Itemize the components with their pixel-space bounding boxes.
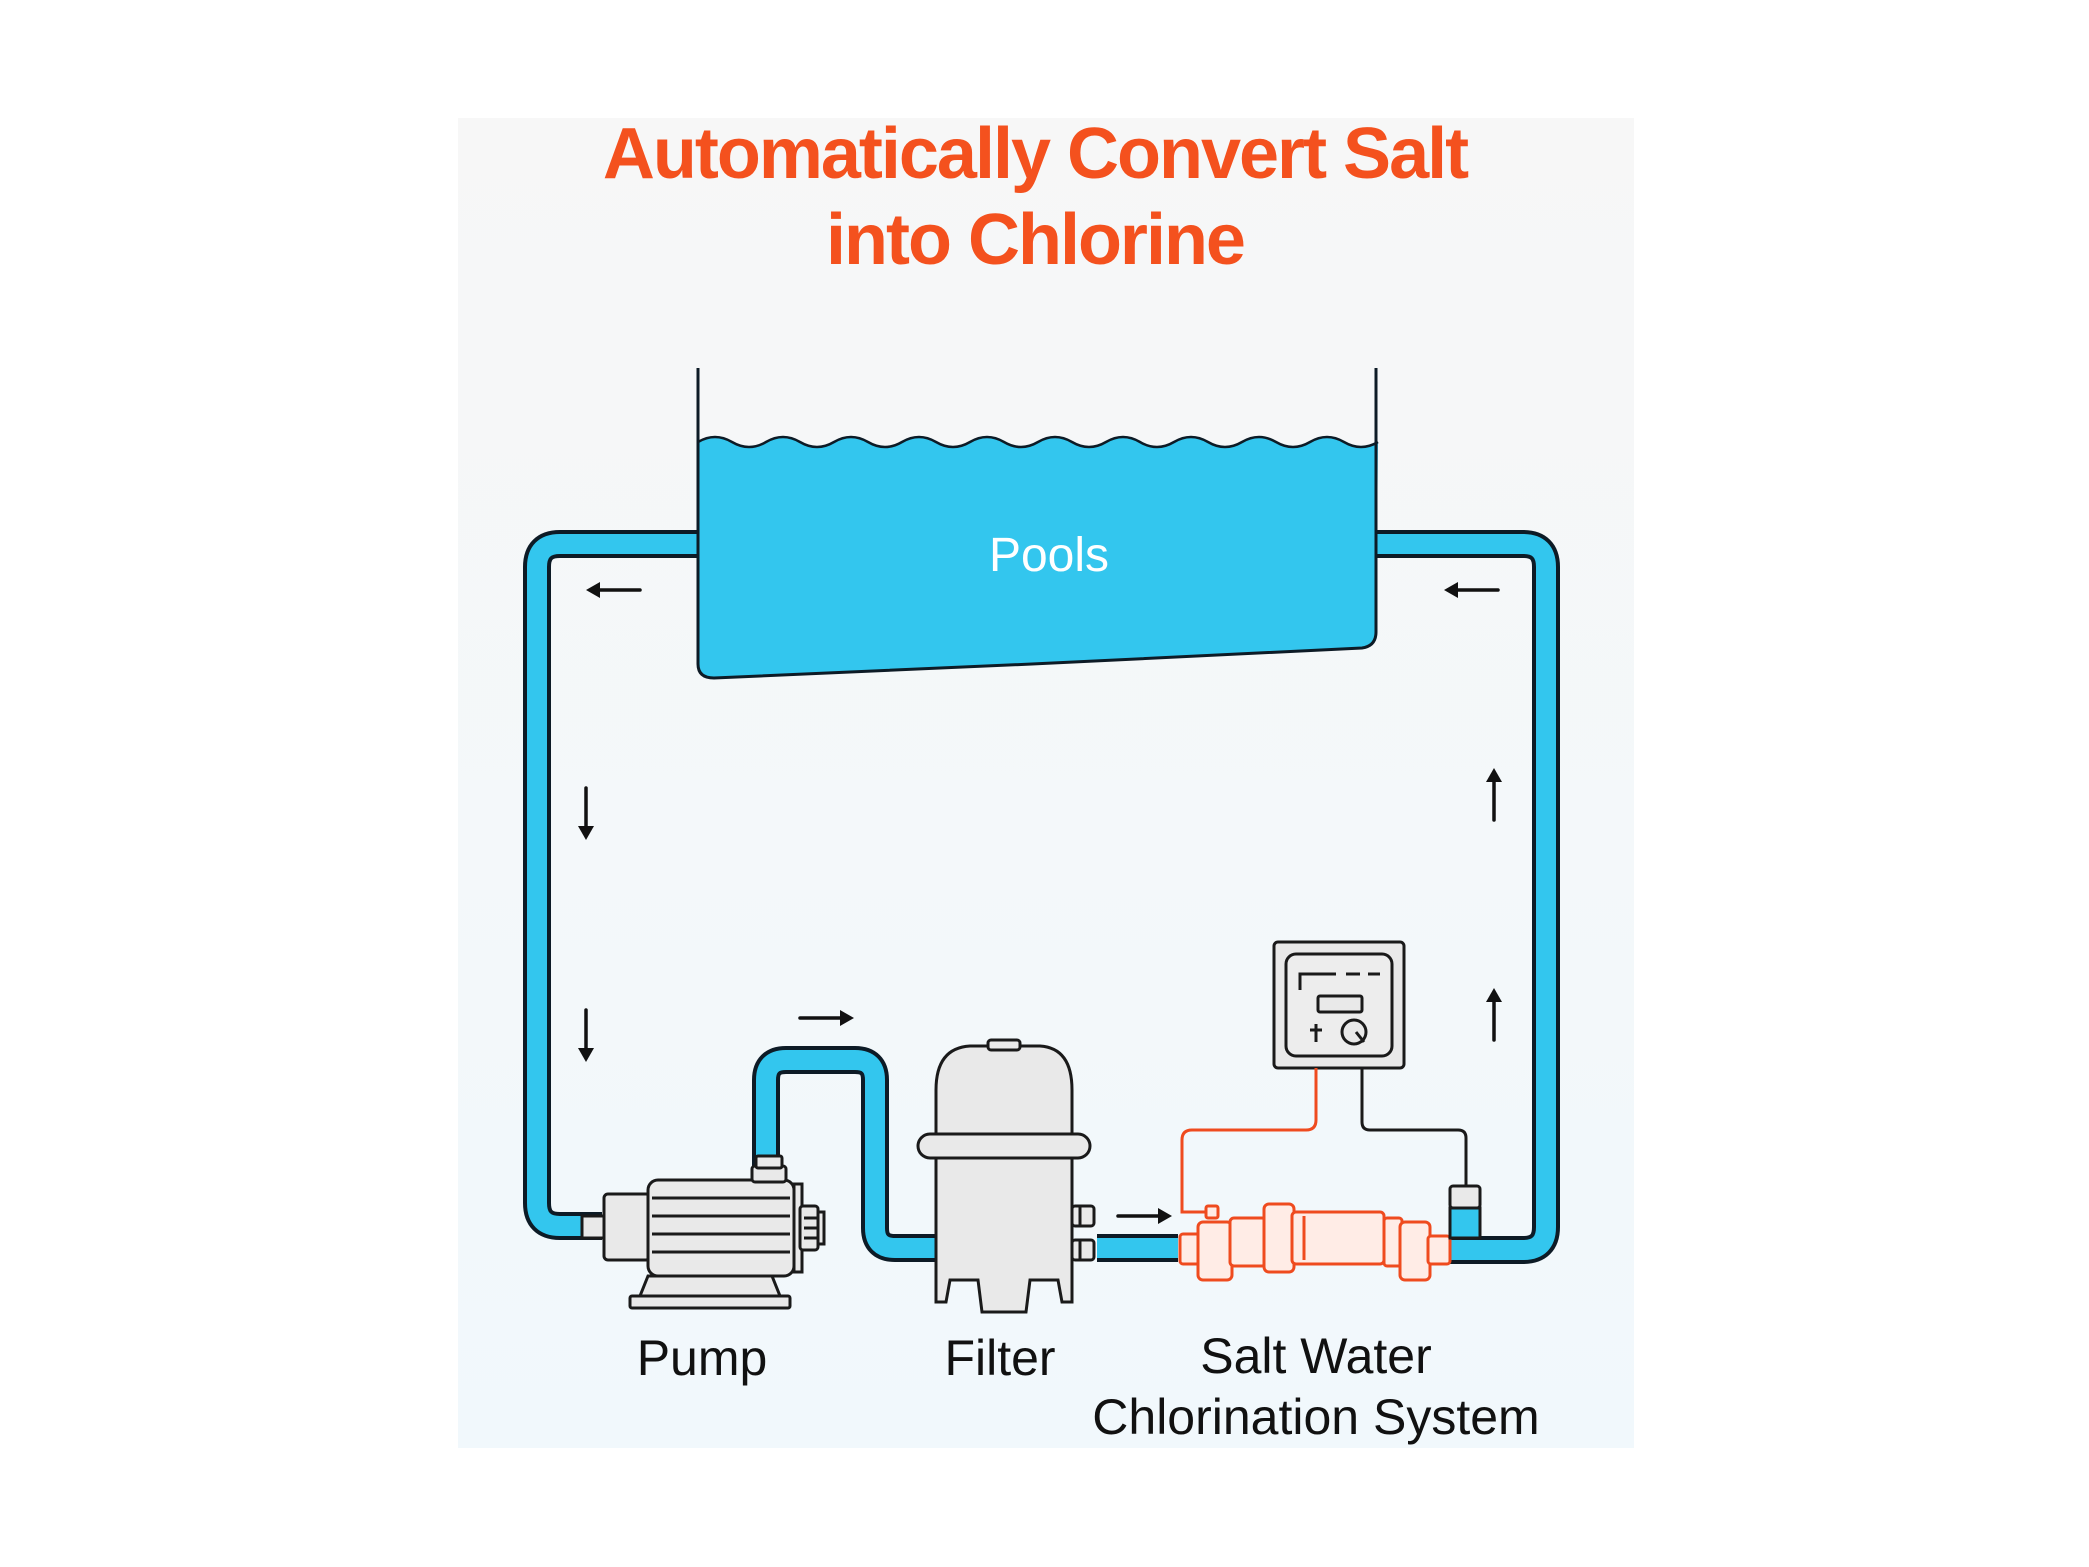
flow-arrow-icon [1444,582,1500,598]
flow-arrow-icon [586,582,642,598]
title-line-1: Automatically Convert Salt [603,114,1469,194]
chlorinator-label-line-2: Chlorination System [1092,1389,1539,1445]
pool-wave-line [697,435,1379,449]
filter-label: Filter [944,1330,1055,1386]
flow-arrow-icon [1116,1208,1172,1224]
salt-cell-icon [1178,1202,1452,1282]
flow-sensor-icon [1448,1184,1482,1240]
flow-arrow-icon [1486,988,1502,1042]
flow-arrow-icon [578,786,594,840]
control-box-icon [1272,940,1406,1070]
pool-outline [696,368,1378,680]
pump-label: Pump [637,1330,768,1386]
pump-icon [580,1154,826,1310]
flow-arrow-icon [1486,768,1502,822]
title-line-2: into Chlorine [826,200,1244,280]
cell-wire [1180,1068,1318,1214]
sensor-wire [1360,1068,1468,1186]
flow-arrow-icon [578,1008,594,1062]
pool: Pools [696,368,1379,680]
pool-label: Pools [989,529,1109,582]
filter-tank-icon [916,1038,1096,1314]
pipe-loop [523,530,1560,1264]
pool-water [698,437,1378,678]
flow-arrow-icon [798,1010,854,1026]
chlorinator-label-line-1: Salt Water [1200,1328,1432,1384]
